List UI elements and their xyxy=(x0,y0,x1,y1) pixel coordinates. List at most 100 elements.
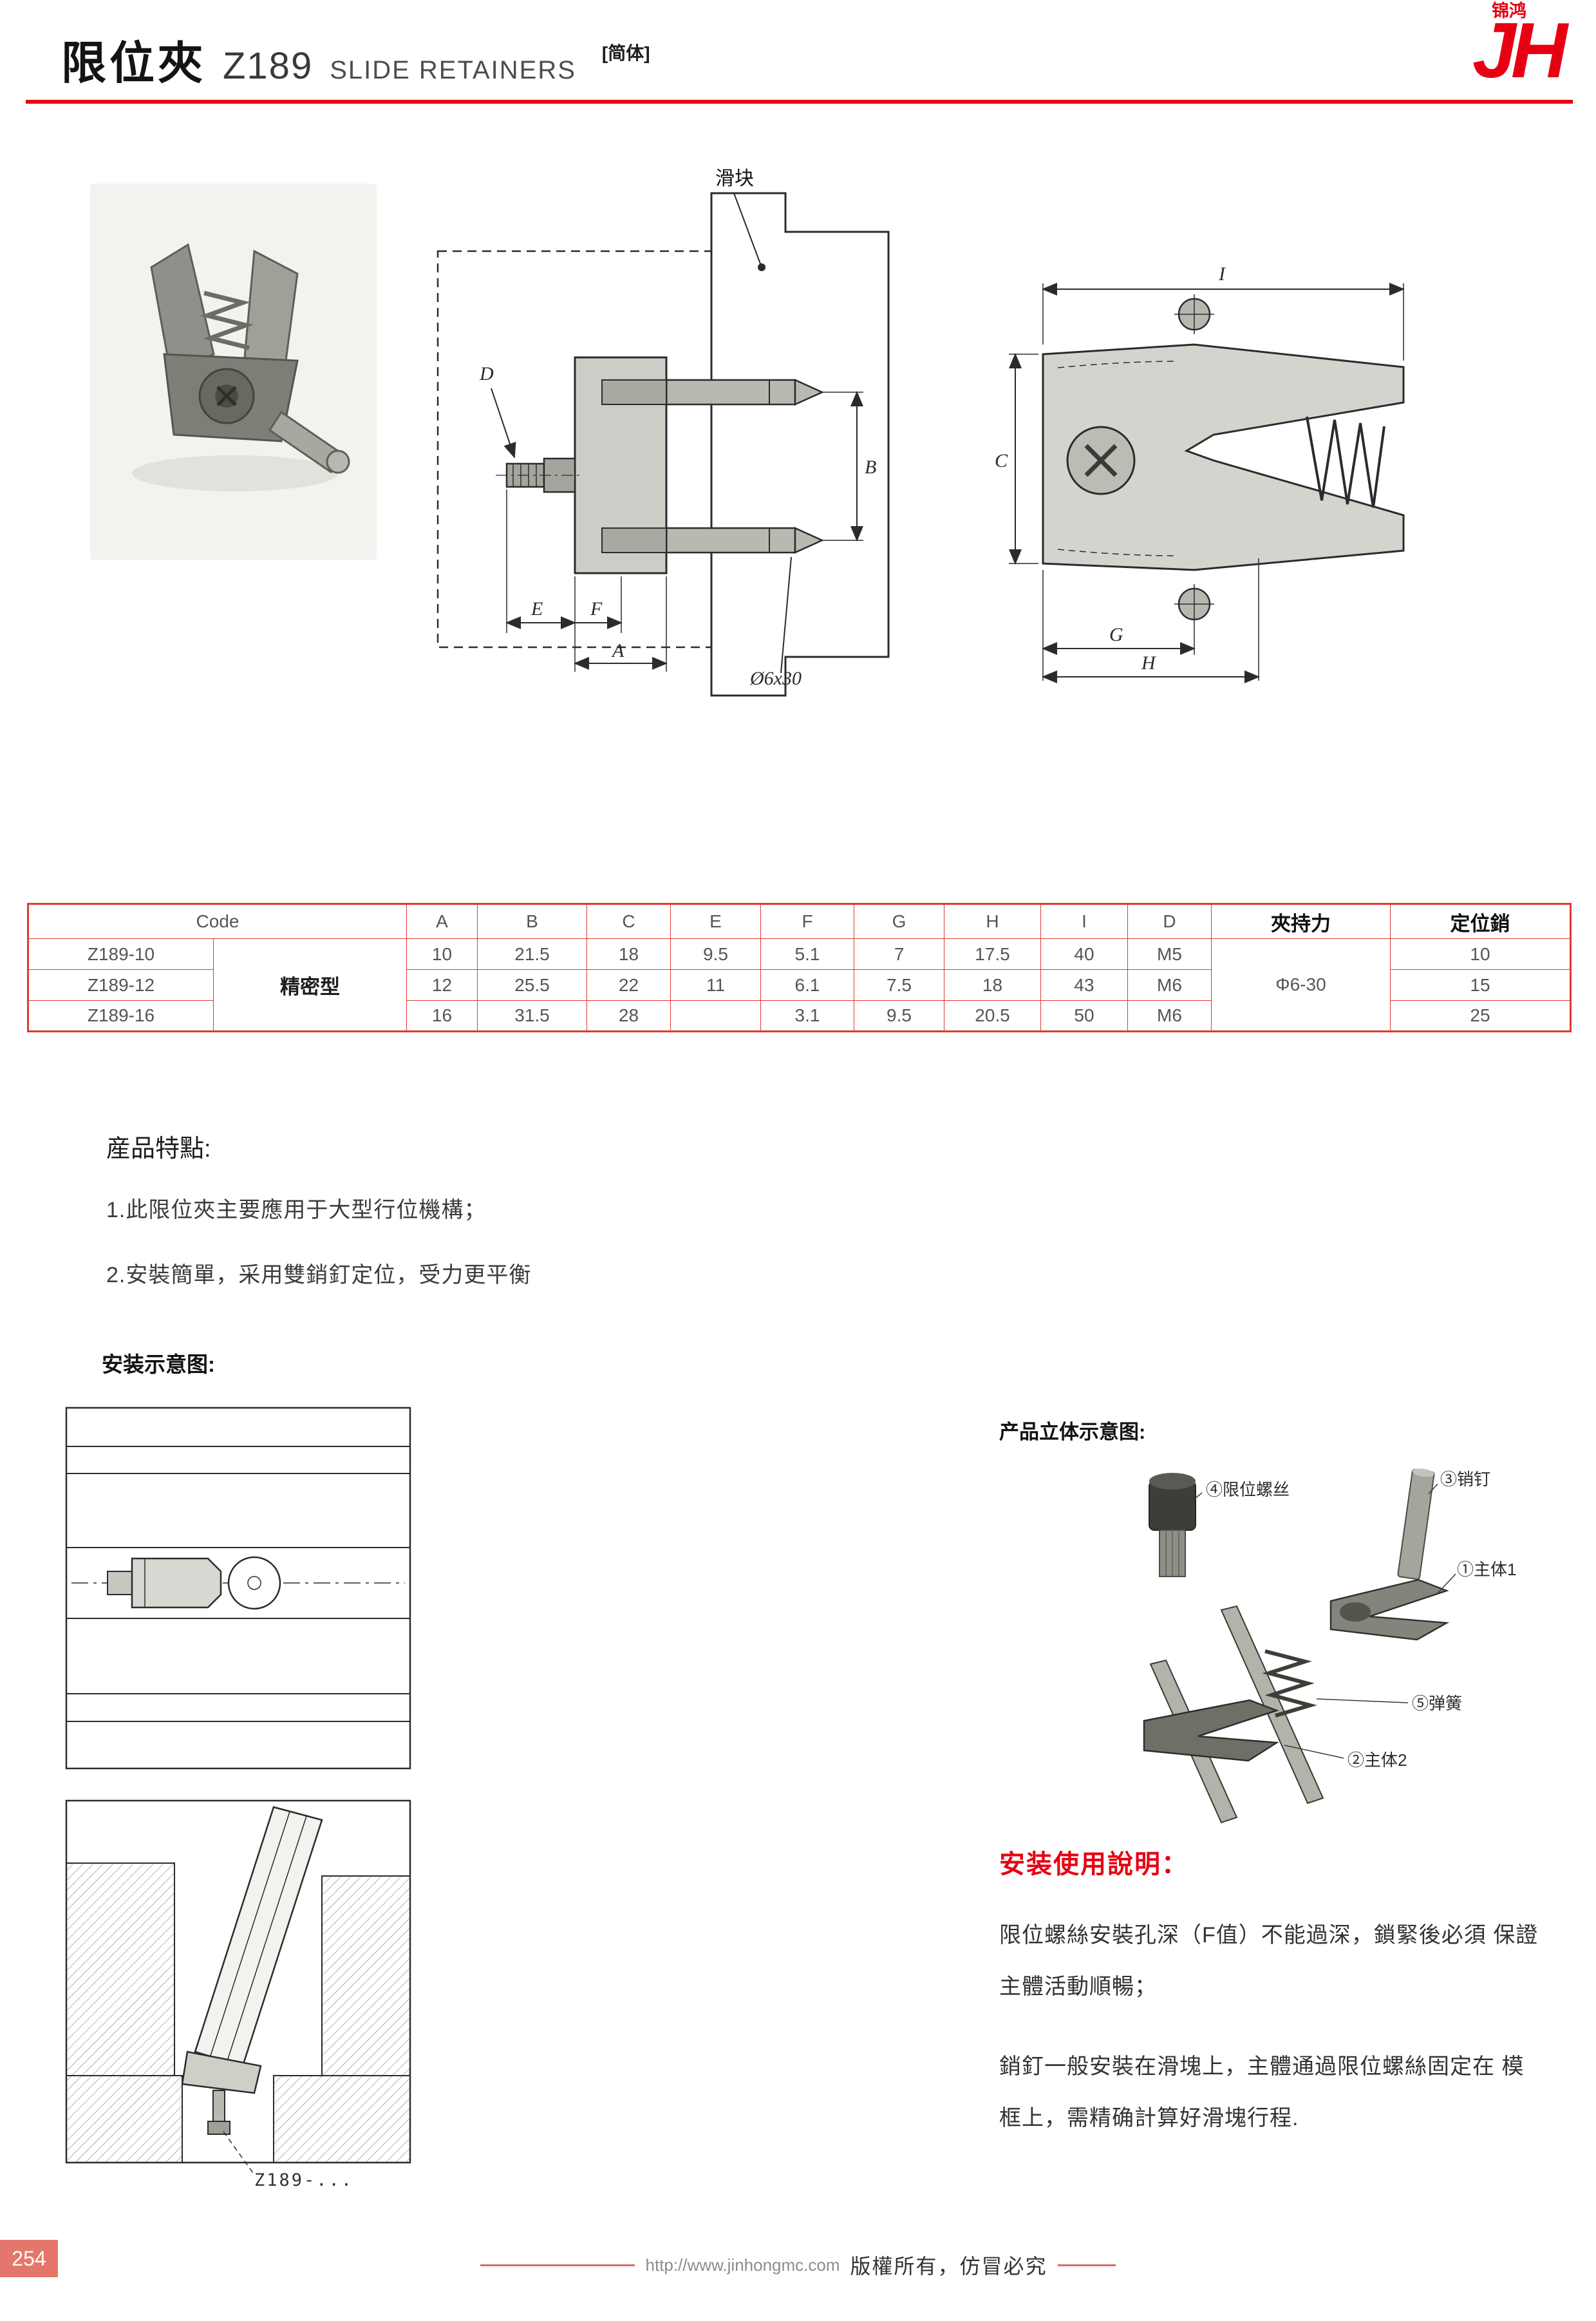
page-header: 限位夾 Z189 SLIDE RETAINERS [简体] xyxy=(61,27,650,92)
photo-spring xyxy=(200,290,254,350)
install-part-code: Z189-... xyxy=(254,2170,353,2190)
spring-part xyxy=(1262,1649,1318,1718)
dim-label-a: A xyxy=(611,640,624,661)
spec-table: Code A B C E F G H I D 夾持力 定位銷 Z189-10 精… xyxy=(27,903,1572,1032)
callout-body1: ①主体1 xyxy=(1457,1560,1516,1579)
cell-r1-e: 11 xyxy=(670,969,761,1001)
dim-label-d: D xyxy=(479,363,494,384)
dim-label-g: G xyxy=(1109,624,1123,645)
th-h: H xyxy=(944,904,1041,939)
cell-r1-d: M6 xyxy=(1127,969,1212,1001)
cell-r1-g: 7.5 xyxy=(854,969,944,1001)
instruction-paragraph-1: 限位螺絲安裝孔深（F值）不能過深，鎖緊後必須 保證主體活動順暢； xyxy=(999,1923,1539,1999)
footer-rule-left xyxy=(480,2264,635,2266)
exploded-diagram: ④限位螺丝 ③销钉 ①主体1 ⑤弹簧 ②主体2 xyxy=(1143,1468,1516,1824)
cell-r2-c: 28 xyxy=(587,1000,671,1032)
subtitle-en: SLIDE RETAINERS xyxy=(330,56,576,84)
install-diagram-section-view: Z189-... xyxy=(65,1799,411,2190)
clamp-spring xyxy=(1306,416,1385,508)
callout-limit-screw: ④限位螺丝 xyxy=(1206,1480,1290,1499)
usage-instructions: 安装使用說明： 限位螺絲安裝孔深（F值）不能過深，鎖緊後必須 保證主體活動順暢；… xyxy=(999,1843,1543,2173)
cell-r0-c: 18 xyxy=(587,938,671,970)
dim-label-b: B xyxy=(865,457,876,478)
dim-label-i: I xyxy=(1218,263,1226,285)
instruction-paragraph-2: 銷釘一般安裝在滑塊上，主體通過限位螺絲固定在 模框上，需精确計算好滑塊行程. xyxy=(999,2054,1525,2130)
feature-item-1: 1.此限位夾主要應用于大型行位機構； xyxy=(106,1198,487,1222)
th-clamp-force: 夾持力 xyxy=(1211,904,1391,939)
dim-label-dia: Ø6x30 xyxy=(749,668,802,689)
cell-r0-d: M5 xyxy=(1127,938,1212,970)
cell-r0-h: 17.5 xyxy=(944,938,1041,970)
callout-spring: ⑤弹簧 xyxy=(1412,1694,1462,1713)
table-row: Z189-10 精密型 10 21.5 18 9.5 5.1 7 17.5 40… xyxy=(28,938,1571,1032)
feature-item-2: 2.安裝簡單，采用雙銷釘定位，受力更平衡 xyxy=(106,1263,532,1287)
footer-url: http://www.jinhongmc.com xyxy=(645,2255,840,2275)
th-f: F xyxy=(760,904,854,939)
cell-r0-pin: 10 xyxy=(1390,938,1571,970)
cell-r1-h: 18 xyxy=(944,969,1041,1001)
pin-part xyxy=(1397,1468,1435,1580)
product-photo xyxy=(90,184,377,560)
model-number: Z189 xyxy=(223,45,314,87)
cell-r1-f: 6.1 xyxy=(760,969,854,1001)
page-title: 限位夾 xyxy=(61,38,206,88)
footer-copyright: 版權所有，仿冒必究 xyxy=(850,2255,1047,2278)
cell-r0-a: 10 xyxy=(406,938,478,970)
th-g: G xyxy=(854,904,944,939)
cell-r2-h: 20.5 xyxy=(944,1000,1041,1032)
cell-r0-f: 5.1 xyxy=(760,938,854,970)
features-section: 産品特點: 1.此限位夾主要應用于大型行位機構； 2.安裝簡單，采用雙銷釘定位，… xyxy=(106,1128,531,1322)
cell-r0-i: 40 xyxy=(1040,938,1128,970)
dim-label-e: E xyxy=(530,598,543,620)
page-number-badge: 254 xyxy=(0,2240,58,2277)
spec-header-row: Code A B C E F G H I D 夾持力 定位銷 xyxy=(28,904,1571,939)
cell-r0-e: 9.5 xyxy=(670,938,761,970)
th-locating-pin: 定位銷 xyxy=(1390,904,1571,939)
install-clamp-body xyxy=(131,1557,222,1609)
th-d: D xyxy=(1127,904,1212,939)
side-view-drawing: I C G H xyxy=(995,263,1405,683)
cell-r1-pin: 15 xyxy=(1390,969,1571,1001)
brand-logo: 锦鸿 JH xyxy=(1472,1,1568,90)
cell-r2-a: 16 xyxy=(406,1000,478,1032)
install-retainer xyxy=(181,2051,262,2094)
cell-r1-a: 12 xyxy=(406,969,478,1001)
lang-tag: [简体] xyxy=(601,43,650,63)
th-b: B xyxy=(477,904,587,939)
cell-r1-c: 22 xyxy=(587,969,671,1001)
cell-r1-i: 43 xyxy=(1040,969,1128,1001)
photo-pin xyxy=(268,410,344,474)
cell-r0-code: Z189-10 xyxy=(28,938,214,970)
dim-label-h: H xyxy=(1141,652,1157,674)
th-a: A xyxy=(406,904,478,939)
body1-part xyxy=(1329,1578,1450,1641)
slider-label: 滑块 xyxy=(715,168,754,189)
header-divider xyxy=(26,100,1573,104)
exploded-diagram-title: 产品立体示意图: xyxy=(999,1421,1146,1443)
cell-r2-pin: 25 xyxy=(1390,1000,1571,1032)
brand-name-cn: 锦鸿 xyxy=(1492,1,1527,21)
install-diagram-title: 安装示意图: xyxy=(102,1352,215,1376)
th-code: Code xyxy=(28,904,407,939)
limit-screw-part xyxy=(1149,1473,1196,1577)
callout-body2: ②主体2 xyxy=(1347,1750,1407,1770)
cell-clamp-force: Φ6-30 xyxy=(1211,938,1391,1032)
body2-part xyxy=(1143,1699,1279,1762)
cell-r0-b: 21.5 xyxy=(477,938,587,970)
dowel-pin-long-1 xyxy=(1220,1605,1324,1805)
install-round-pin xyxy=(227,1556,281,1610)
cell-r2-i: 50 xyxy=(1040,1000,1128,1032)
cell-r0-g: 7 xyxy=(854,938,944,970)
photo-left-prong xyxy=(150,243,215,375)
cell-r2-e xyxy=(670,1000,761,1032)
install-diagram-top-view xyxy=(65,1407,411,1770)
dim-label-f: F xyxy=(590,598,603,620)
cell-r1-b: 25.5 xyxy=(477,969,587,1001)
cell-r2-d: M6 xyxy=(1127,1000,1212,1032)
page-footer: http://www.jinhongmc.com 版權所有，仿冒必究 xyxy=(0,2250,1596,2280)
retainer-pins xyxy=(646,379,825,554)
th-c: C xyxy=(587,904,671,939)
instructions-title: 安装使用說明： xyxy=(999,1850,1188,1879)
cell-r2-code: Z189-16 xyxy=(28,1000,214,1032)
cell-r2-g: 9.5 xyxy=(854,1000,944,1032)
